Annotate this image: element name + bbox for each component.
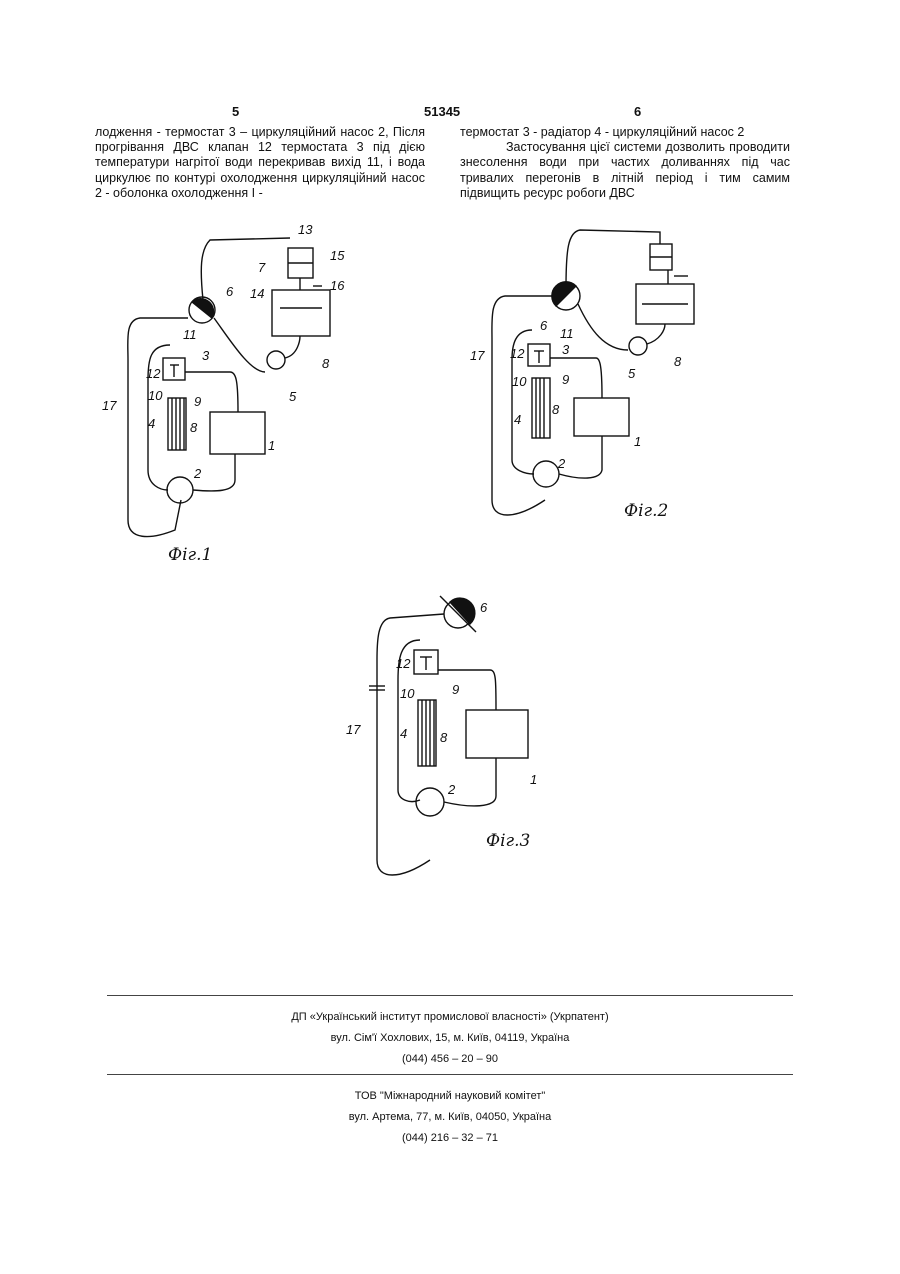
figure-3: 6 12 10 9 17 4 8 1 2 Фіг.3 (346, 596, 537, 875)
footer-org-1: ДП «Український інститут промислової вла… (0, 1011, 900, 1023)
radiator-4 (532, 378, 550, 438)
svg-text:17: 17 (102, 398, 117, 413)
svg-text:6: 6 (540, 318, 548, 333)
engine-1 (210, 412, 265, 454)
svg-text:4: 4 (148, 416, 155, 431)
figure-1: 13 15 7 16 14 6 8 11 3 12 9 5 10 17 4 8 … (102, 222, 345, 565)
svg-text:11: 11 (183, 327, 197, 342)
footer-address-2: вул. Артема, 77, м. Київ, 04050, Україна (0, 1111, 900, 1123)
svg-text:7: 7 (258, 260, 266, 275)
svg-text:2: 2 (447, 782, 456, 797)
svg-text:4: 4 (400, 726, 407, 741)
footer-address-1: вул. Сім'ї Хохлових, 15, м. Київ, 04119,… (0, 1032, 900, 1044)
svg-text:8: 8 (190, 420, 198, 435)
svg-text:8: 8 (552, 402, 560, 417)
figure-3-caption: Фіг.3 (486, 831, 530, 851)
svg-text:12: 12 (146, 366, 161, 381)
svg-text:2: 2 (557, 456, 566, 471)
svg-text:1: 1 (634, 434, 641, 449)
svg-text:6: 6 (226, 284, 234, 299)
footer-org-2: ТОВ "Міжнародний науковий комітет" (0, 1090, 900, 1102)
svg-text:12: 12 (396, 656, 411, 671)
pump-2 (533, 461, 559, 487)
footer-rule-top (107, 995, 793, 996)
svg-text:10: 10 (148, 388, 163, 403)
svg-text:9: 9 (562, 372, 569, 387)
footer-phone-2: (044) 216 – 32 – 71 (0, 1132, 900, 1144)
figure-2-caption: Фіг.2 (624, 501, 668, 521)
svg-text:8: 8 (440, 730, 448, 745)
svg-text:17: 17 (346, 722, 361, 737)
footer-phone-1: (044) 456 – 20 – 90 (0, 1053, 900, 1065)
water-tank (272, 290, 330, 336)
footer-rule-middle (107, 1074, 793, 1075)
svg-text:5: 5 (628, 366, 636, 381)
svg-text:12: 12 (510, 346, 525, 361)
svg-text:4: 4 (514, 412, 521, 427)
svg-text:1: 1 (268, 438, 275, 453)
figure-2: 6 11 12 3 17 10 9 5 8 4 8 1 2 Фіг.2 (470, 230, 694, 521)
svg-text:8: 8 (322, 356, 330, 371)
engine-1 (466, 710, 528, 758)
svg-text:10: 10 (400, 686, 415, 701)
pump-2 (416, 788, 444, 816)
svg-text:6: 6 (480, 600, 488, 615)
svg-text:8: 8 (674, 354, 682, 369)
svg-text:3: 3 (202, 348, 210, 363)
svg-text:1: 1 (530, 772, 537, 787)
svg-text:17: 17 (470, 348, 485, 363)
svg-text:11: 11 (560, 326, 574, 341)
svg-text:5: 5 (289, 389, 297, 404)
svg-text:16: 16 (330, 278, 345, 293)
svg-text:10: 10 (512, 374, 527, 389)
pump-2 (167, 477, 193, 503)
pump-5 (267, 351, 285, 369)
svg-text:3: 3 (562, 342, 570, 357)
svg-text:15: 15 (330, 248, 345, 263)
svg-text:9: 9 (452, 682, 459, 697)
svg-text:9: 9 (194, 394, 201, 409)
figure-1-caption: Фіг.1 (168, 545, 212, 565)
svg-text:13: 13 (298, 222, 313, 237)
engine-1 (574, 398, 629, 436)
pump-5 (629, 337, 647, 355)
svg-text:14: 14 (250, 286, 264, 301)
svg-text:2: 2 (193, 466, 202, 481)
